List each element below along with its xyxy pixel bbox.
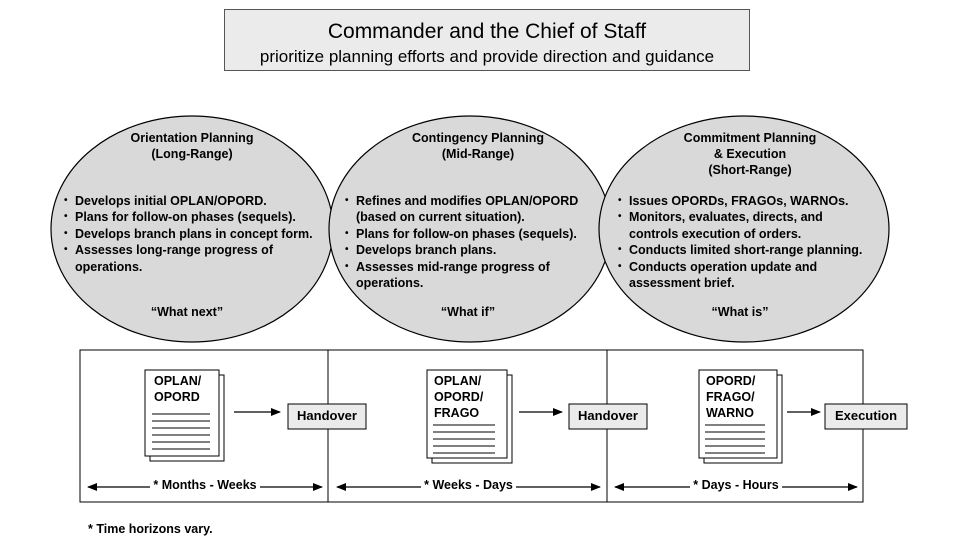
orientation-quote: “What next” [150,305,224,319]
list-item: Issues OPORDs, FRAGOs, WARNOs. [618,193,886,210]
execution-label: Execution [834,408,898,423]
diagram-title: Commander and the Chief of Staff [327,20,647,43]
handover-box-2 [568,403,648,430]
execution-box [824,403,908,430]
horizon-label-1: * Months - Weeks [150,478,260,492]
list-item: Refines and modifies OPLAN/OPORD (based … [345,193,596,226]
list-item: Assesses mid-range progress of operation… [345,259,571,292]
horizon-label-2-wrap: * Weeks - Days [337,476,600,494]
handover-label-2: Handover [578,408,638,423]
list-item: Conducts limited short-range planning. [618,242,886,259]
list-item: Assesses long-range progress of operatio… [64,242,300,275]
contingency-title: Contingency Planning (Mid-Range) [412,131,544,161]
orientation-bullets: Develops initial OPLAN/OPORD. Plans for … [64,193,332,275]
list-item: Develops branch plans in concept form. [64,226,332,243]
list-item: Develops branch plans. [345,242,595,259]
list-item: Conducts operation update and assessment… [618,259,854,292]
document-stack-1 [144,369,225,462]
horizon-label-2: * Weeks - Days [421,478,516,492]
list-item: Plans for follow-on phases (sequels). [64,209,332,226]
document-label-2: OPLAN/ OPORD/ FRAGO [434,374,484,420]
document-label-1: OPLAN/ OPORD [154,374,202,404]
commitment-bullets: Issues OPORDs, FRAGOs, WARNOs. Monitors,… [618,193,886,291]
list-item: Plans for follow-on phases (sequels). [345,226,595,243]
footnote: * Time horizons vary. [88,522,213,536]
contingency-quote: “What if” [440,305,496,319]
contingency-bullets: Refines and modifies OPLAN/OPORD (based … [345,193,595,291]
handover-box-1 [287,403,367,430]
document-label-3: OPORD/ FRAGO/ WARNO [706,374,756,420]
horizon-label-3: * Days - Hours [690,478,782,492]
title-box: Commander and the Chief of Staff priorit… [224,9,750,71]
handover-label-1: Handover [297,408,357,423]
list-item: Develops initial OPLAN/OPORD. [64,193,332,210]
document-stack-2 [426,369,513,464]
commitment-title: Commitment Planning & Execution (Short-R… [683,131,817,177]
orientation-title: Orientation Planning (Long-Range) [130,131,254,161]
commitment-quote: “What is” [711,305,769,319]
diagram-subtitle: prioritize planning efforts and provide … [259,47,715,66]
horizon-label-1-wrap: * Months - Weeks [88,476,322,494]
list-item: Monitors, evaluates, directs, and contro… [618,209,849,242]
horizon-label-3-wrap: * Days - Hours [615,476,857,494]
document-stack-3 [698,369,783,464]
